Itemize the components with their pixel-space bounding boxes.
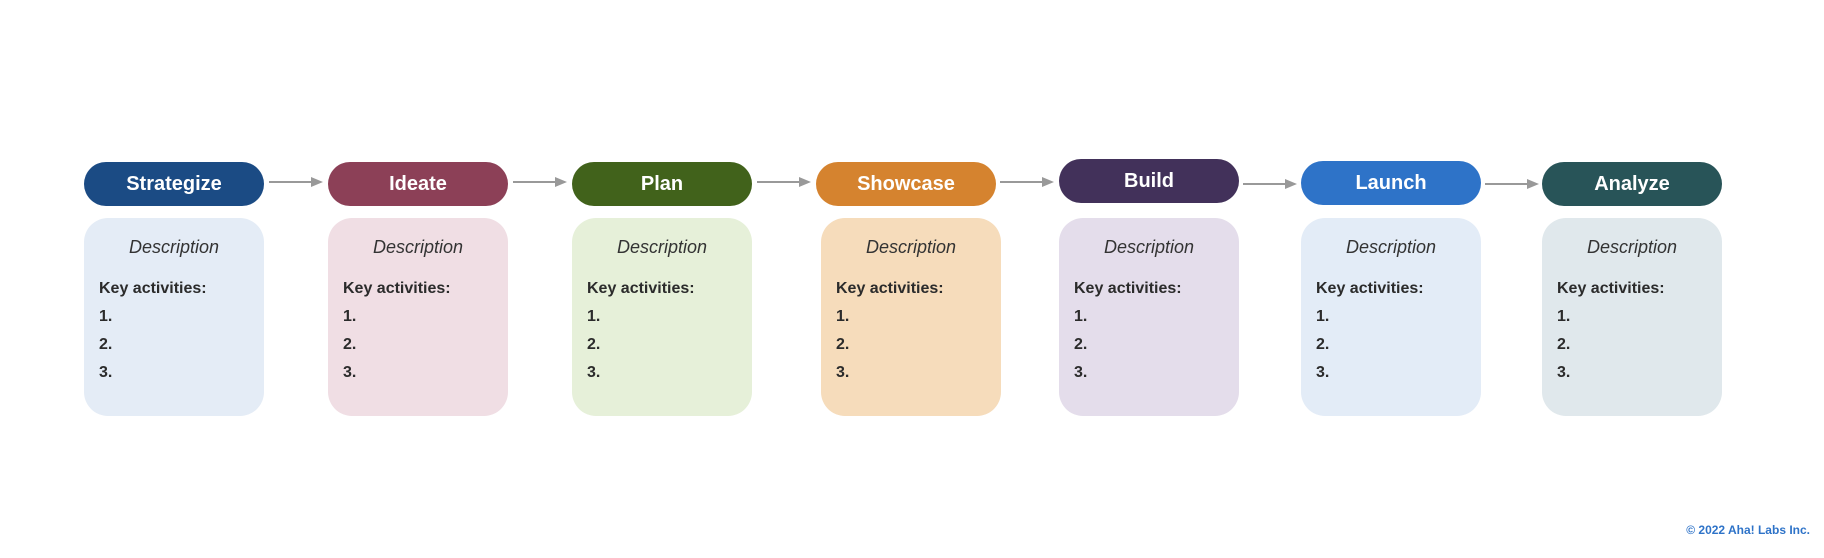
stage-card-launch: Description Key activities: 1. 2. 3. bbox=[1301, 218, 1481, 416]
list-item: 2. bbox=[1557, 336, 1571, 353]
stage-title: Build bbox=[1124, 169, 1174, 192]
key-activities-label: Key activities: bbox=[587, 280, 695, 297]
stage-title: Analyze bbox=[1594, 172, 1670, 195]
stage-description: Description bbox=[865, 237, 957, 257]
key-activities-label: Key activities: bbox=[836, 280, 944, 297]
stage-description: Description bbox=[1586, 237, 1678, 257]
stage-card-showcase: Description Key activities: 1. 2. 3. bbox=[821, 218, 1001, 416]
key-activities-label: Key activities: bbox=[343, 280, 451, 297]
list-item: 3. bbox=[99, 364, 113, 381]
arrow-right-icon bbox=[1000, 177, 1054, 187]
arrow-right-icon bbox=[1485, 179, 1539, 189]
list-item: 2. bbox=[99, 336, 113, 353]
stage-header-ideate: Ideate bbox=[328, 162, 508, 206]
arrow-right-icon bbox=[269, 177, 323, 187]
list-item: 2. bbox=[1316, 336, 1330, 353]
stage-card-analyze: Description Key activities: 1. 2. 3. bbox=[1542, 218, 1722, 416]
list-item: 3. bbox=[587, 364, 601, 381]
stage-header-plan: Plan bbox=[572, 162, 752, 206]
stage-card-build: Description Key activities: 1. 2. 3. bbox=[1059, 218, 1239, 416]
list-item: 1. bbox=[1557, 308, 1571, 325]
list-item: 1. bbox=[836, 308, 850, 325]
arrow-right-icon bbox=[1243, 179, 1297, 189]
list-item: 1. bbox=[1316, 308, 1330, 325]
stage-description: Description bbox=[1345, 237, 1437, 257]
list-item: 2. bbox=[343, 336, 357, 353]
stage-description: Description bbox=[1103, 237, 1195, 257]
stage-title: Showcase bbox=[857, 172, 955, 195]
stage-header-strategize: Strategize bbox=[84, 162, 264, 206]
key-activities-label: Key activities: bbox=[1074, 280, 1182, 297]
arrow-right-icon bbox=[757, 177, 811, 187]
key-activities-list: 1. 2. 3. bbox=[99, 308, 249, 392]
list-item: 2. bbox=[1074, 336, 1088, 353]
list-item: 3. bbox=[1074, 364, 1088, 381]
key-activities-list: 1. 2. 3. bbox=[1316, 308, 1466, 392]
stage-description: Description bbox=[372, 237, 464, 257]
list-item: 3. bbox=[836, 364, 850, 381]
stage-title: Ideate bbox=[389, 172, 447, 195]
key-activities-label: Key activities: bbox=[1316, 280, 1424, 297]
copyright-notice: © 2022 Aha! Labs Inc. bbox=[1686, 523, 1810, 537]
list-item: 1. bbox=[343, 308, 357, 325]
key-activities-label: Key activities: bbox=[99, 280, 207, 297]
key-activities-list: 1. 2. 3. bbox=[587, 308, 737, 392]
list-item: 3. bbox=[343, 364, 357, 381]
list-item: 1. bbox=[99, 308, 113, 325]
list-item: 1. bbox=[587, 308, 601, 325]
stage-description: Description bbox=[616, 237, 708, 257]
stage-description: Description bbox=[128, 237, 220, 257]
stage-header-analyze: Analyze bbox=[1542, 162, 1722, 206]
list-item: 2. bbox=[587, 336, 601, 353]
list-item: 3. bbox=[1557, 364, 1571, 381]
stage-header-showcase: Showcase bbox=[816, 162, 996, 206]
stage-title: Plan bbox=[640, 172, 684, 195]
list-item: 3. bbox=[1316, 364, 1330, 381]
stage-header-launch: Launch bbox=[1301, 161, 1481, 205]
key-activities-label: Key activities: bbox=[1557, 280, 1665, 297]
stage-title: Strategize bbox=[126, 172, 222, 195]
stage-card-strategize: Description Key activities: 1. 2. 3. bbox=[84, 218, 264, 416]
key-activities-list: 1. 2. 3. bbox=[1557, 308, 1707, 392]
key-activities-list: 1. 2. 3. bbox=[343, 308, 493, 392]
key-activities-list: 1. 2. 3. bbox=[1074, 308, 1224, 392]
stage-card-ideate: Description Key activities: 1. 2. 3. bbox=[328, 218, 508, 416]
list-item: 2. bbox=[836, 336, 850, 353]
stage-header-build: Build bbox=[1059, 159, 1239, 203]
arrow-right-icon bbox=[513, 177, 567, 187]
list-item: 1. bbox=[1074, 308, 1088, 325]
stage-title: Launch bbox=[1355, 171, 1427, 194]
stage-card-plan: Description Key activities: 1. 2. 3. bbox=[572, 218, 752, 416]
key-activities-list: 1. 2. 3. bbox=[836, 308, 986, 392]
